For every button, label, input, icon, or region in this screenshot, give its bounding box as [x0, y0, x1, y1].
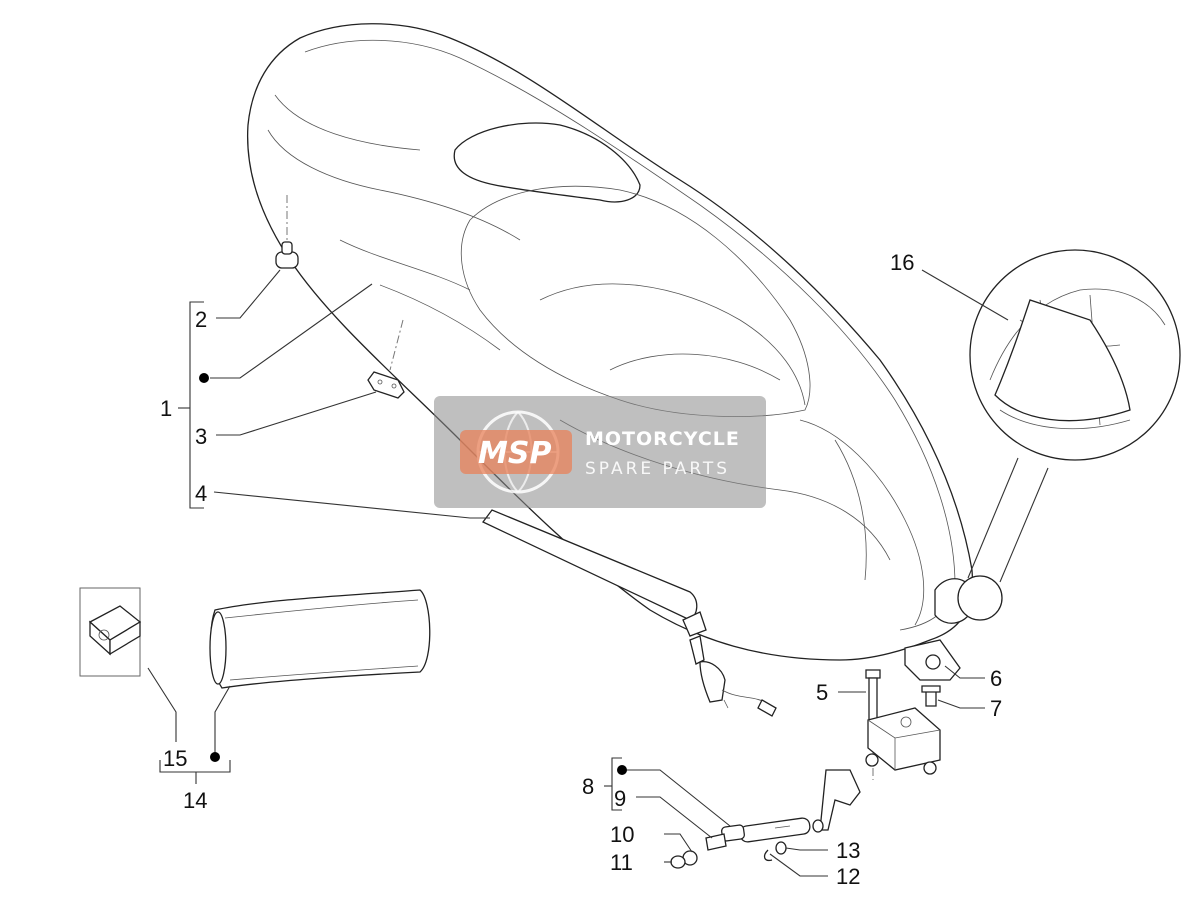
part-clip	[367, 319, 405, 399]
callout-10: 10	[610, 822, 634, 847]
part-bracket	[904, 639, 961, 707]
part-seat-strip	[482, 509, 777, 717]
callout-15: 15	[163, 746, 187, 771]
callout-labels: 1 2 3 4 5 6 7 8 9 10 11 12 13 14 15 16	[160, 250, 1002, 889]
callout-1: 1	[160, 396, 172, 421]
part-small-clip-box	[79, 587, 142, 677]
callout-4: 4	[195, 481, 207, 506]
leader-lines	[147, 269, 1009, 877]
callout-14: 14	[183, 788, 207, 813]
seat-assembly	[246, 23, 974, 661]
callout-2: 2	[195, 307, 207, 332]
watermark: MSP MOTORCYCLE SPARE PARTS	[434, 396, 766, 508]
callout-11: 11	[610, 850, 633, 875]
watermark-logo: MSP	[478, 436, 551, 471]
watermark-title: MOTORCYCLE	[585, 428, 740, 450]
seat-rider-area	[460, 185, 811, 417]
assembly-dots	[199, 373, 627, 775]
callout-9: 9	[614, 786, 626, 811]
seat-backrest	[453, 122, 641, 203]
callout-16: 16	[890, 250, 914, 275]
callout-6: 6	[990, 666, 1002, 691]
callout-8: 8	[582, 774, 594, 799]
callout-13: 13	[836, 838, 860, 863]
part-latch-housing	[819, 707, 941, 831]
part-tool-pouch	[209, 589, 431, 689]
callout-12: 12	[836, 864, 860, 889]
seat-rim	[304, 39, 956, 631]
part-bump-stop	[275, 195, 299, 269]
watermark-subtitle: SPARE PARTS	[585, 459, 730, 479]
callout-3: 3	[195, 424, 207, 449]
part-bolt	[865, 669, 881, 780]
part-gas-strut	[670, 817, 824, 869]
callout-7: 7	[990, 696, 1002, 721]
callout-5: 5	[816, 680, 828, 705]
detail-circle	[957, 249, 1181, 621]
